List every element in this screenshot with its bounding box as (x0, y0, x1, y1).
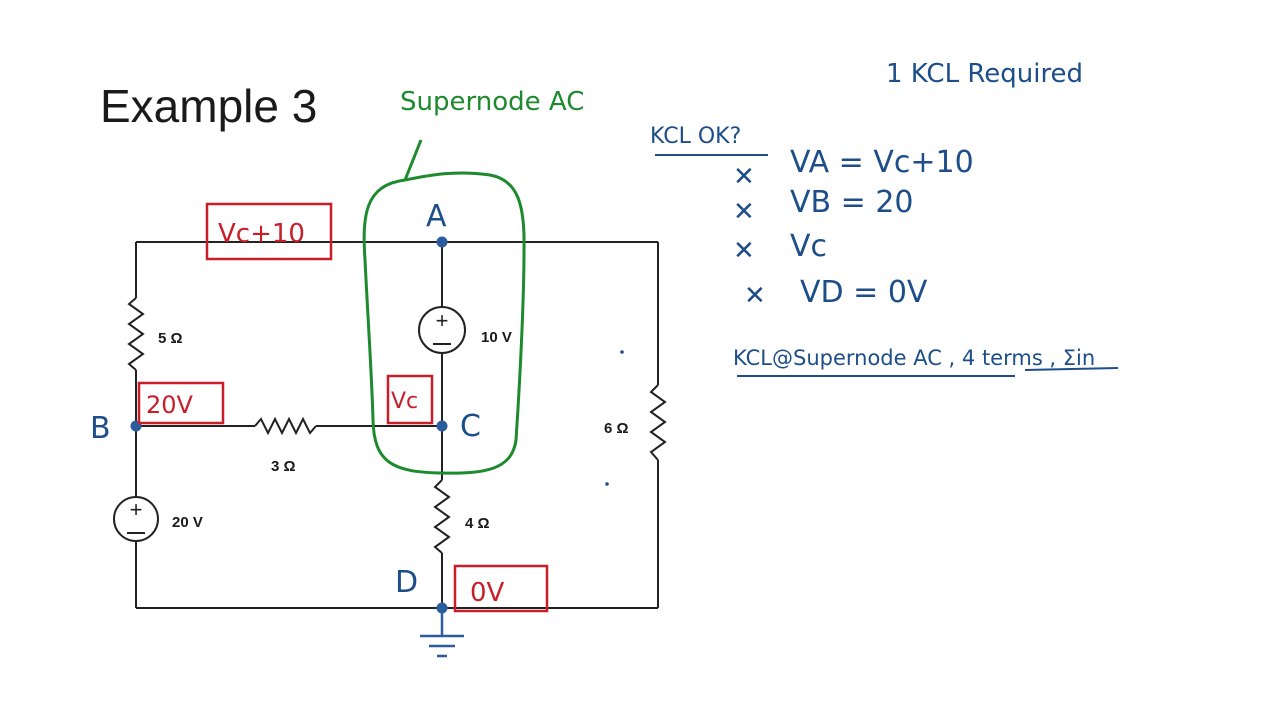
kcl-notes: 1 KCL Required KCL OK? ✕ VA = Vc+10 ✕ VB… (650, 59, 1119, 377)
node-a-label: A (426, 199, 447, 234)
node-b-label: B (90, 411, 111, 446)
equation-1-mark: ✕ (733, 162, 755, 192)
resistor-5-label: 5 Ω (158, 330, 183, 347)
ground-symbol (420, 608, 464, 658)
stray-dot (605, 482, 609, 486)
node-d-label: D (395, 565, 418, 600)
supernode-annotation: Supernode AC (362, 87, 584, 475)
node-d-voltage: 0V (470, 578, 505, 608)
stray-dot (620, 350, 624, 354)
equation-4-text: VD = 0V (800, 275, 928, 310)
resistor-6-ohm (649, 384, 667, 461)
voltage-source-10v: + (418, 306, 466, 354)
node-d-dot (436, 602, 448, 614)
node-c-voltage-box (386, 374, 434, 425)
kcl-required-note: 1 KCL Required (886, 59, 1083, 89)
source-20v-label: 20 V (172, 514, 203, 531)
equation-3-mark: ✕ (733, 236, 755, 266)
circuit: + + (90, 199, 667, 658)
resistor-6-label: 6 Ω (604, 420, 629, 437)
equation-2-mark: ✕ (733, 197, 755, 227)
resistor-3-label: 3 Ω (271, 458, 296, 475)
equation-3-text: Vc (790, 229, 827, 264)
supernode-leader-line (403, 139, 423, 181)
kcl-note-underline-2 (1024, 367, 1119, 371)
source-10v-label: 10 V (481, 329, 512, 346)
node-a-voltage-box (205, 202, 333, 261)
node-b-voltage-box (137, 381, 225, 425)
resistor-4-ohm (433, 479, 451, 554)
kcl-supernode-note: KCL@Supernode AC , 4 terms , Σin (733, 346, 1095, 370)
kcl-ok-heading: KCL OK? (650, 124, 741, 149)
node-c-dot (436, 420, 448, 432)
equation-2-text: VB = 20 (790, 185, 914, 220)
resistor-5-ohm (127, 297, 145, 371)
node-b-voltage: 20V (146, 391, 194, 419)
voltage-source-20v: + (113, 496, 159, 542)
resistor-3-ohm (254, 416, 317, 436)
equation-4-mark: ✕ (744, 281, 766, 311)
svg-text:+: + (436, 308, 449, 333)
resistor-4-label: 4 Ω (465, 515, 490, 532)
supernode-outline (362, 171, 526, 475)
equation-1-text: VA = Vc+10 (790, 145, 974, 180)
svg-text:+: + (130, 497, 143, 522)
node-voltage-boxes: Vc+10 20V Vc 0V (137, 202, 549, 613)
page-title: Example 3 (100, 80, 317, 132)
node-c-voltage: Vc (391, 389, 418, 414)
node-c-label: C (460, 409, 481, 444)
node-a-voltage: Vc+10 (218, 219, 305, 249)
node-d-voltage-box (453, 564, 549, 613)
supernode-label: Supernode AC (400, 87, 584, 117)
node-a-dot (436, 236, 448, 248)
